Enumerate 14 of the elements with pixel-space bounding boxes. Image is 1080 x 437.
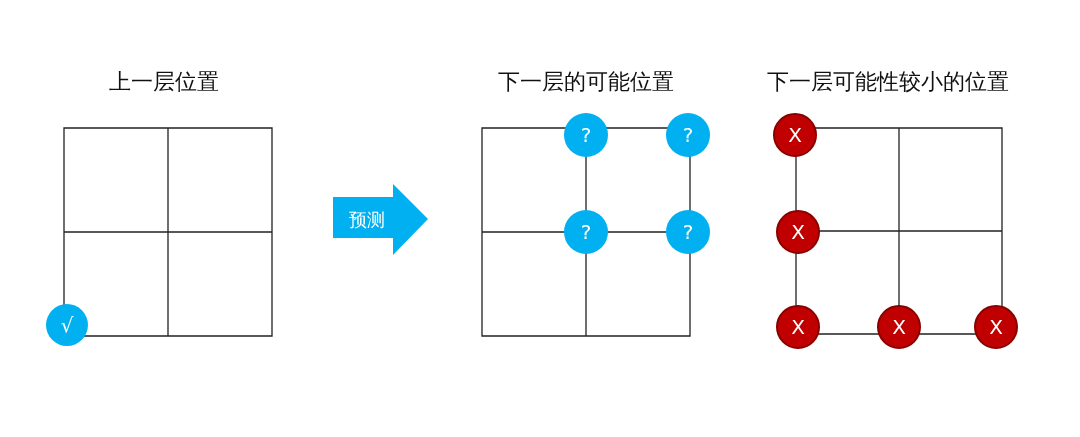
marker-circle: ? [564, 113, 608, 157]
marker-circle: X [974, 305, 1018, 349]
marker-circle: √ [46, 304, 88, 346]
marker-circle: X [877, 305, 921, 349]
panel-title: 上一层位置 [109, 68, 219, 96]
marker-circle: X [773, 113, 817, 157]
marker-circle: ? [666, 113, 710, 157]
block-arrow: 预测 [333, 184, 428, 256]
marker-circle: X [776, 210, 820, 254]
marker-circle: ? [564, 210, 608, 254]
marker-circle: X [776, 305, 820, 349]
marker-circle: ? [666, 210, 710, 254]
panel-title: 下一层的可能位置 [498, 68, 674, 96]
panel-title: 下一层可能性较小的位置 [767, 68, 1009, 96]
